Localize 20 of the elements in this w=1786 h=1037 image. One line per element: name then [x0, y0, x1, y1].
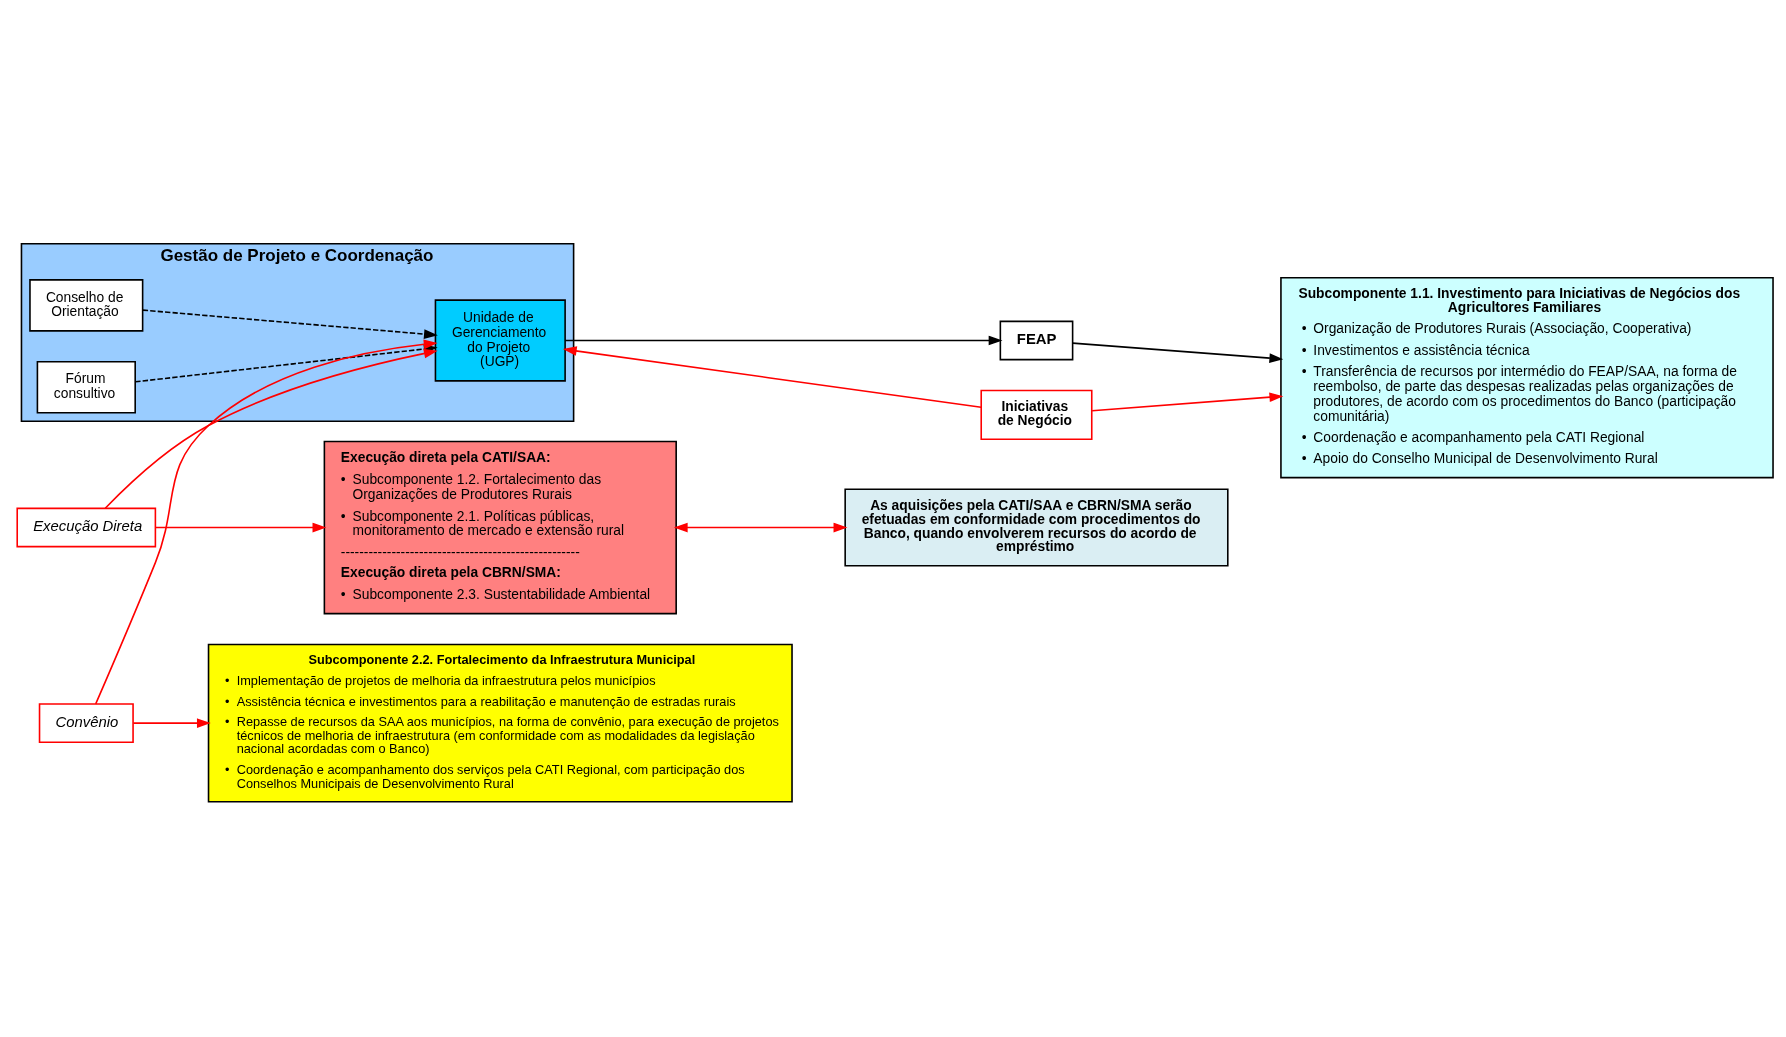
arrow: [142, 309, 438, 339]
arrow: [155, 522, 327, 533]
node-box: Subcomponente 1.1. Investimento para Iniciativas de Negócios dos Agricultores Familiares • Organização de Produtores Rurais (Associação, Cooperativa) • Investimentos e assistência técnica • Transferência de recursos por intermédio do FEAP/SAA, na forma de reembolso, de parte das despesas realizadas pelas organizações de produtores, de acordo com os procedimentos do Banco (participação comunitária) • Coordenação e acompanhamento pela CATI Regional • Apoio do Conselho Municipal de Desenvolvimento Rural: [1280, 276, 1774, 479]
arrow: [132, 718, 211, 728]
node-box: Fórum consultivo: [36, 360, 136, 414]
node-box: Execução direta pela CATI/SAA: • Subcomponente 1.2. Fortalecimento das Organizações de Produtores Rurais • Subcomponente 2.1. Políticas públicas, monitoramento de mercado e extensão rural ---------------------------------------------------- Execução direta pela CBRN/SMA: • Subcomponente 2.3. Sustentabilidade Ambiental: [323, 440, 677, 615]
node-box: FEAP: [999, 320, 1074, 361]
node-box: As aquisições pela CATI/SAA e CBRN/SMA serão efetuadas em conformidade com procedimentos do Banco, quando envolverem recursos do acordo de empréstimo: [844, 488, 1229, 567]
node-box: Unidade de Gerenciamento do Projeto (UGP): [434, 299, 566, 382]
node-box: Subcomponente 2.2. Fortalecimento da Infraestrutura Municipal • Implementação de projetos de melhoria da infraestrutura pelos municípios • Assistência técnica e investimentos para a reabilitação e manutenção de estradas rurais • Repasse de recursos da SAA aos municípios, na forma de convênio, para execução de projetos técnicos de melhoria de infraestrutura (em conformidade com as modalidades da legislação nacional acordadas com o Banco) • Coordenação e acompanhamento dos serviços pela CATI Regional, com participação dos Conselhos Municipais de Desenvolvimento Rural: [207, 643, 793, 803]
arrow: [1091, 392, 1284, 412]
arrow: [104, 348, 438, 509]
node-box: Conselho de Orientação: [29, 279, 144, 332]
arrow: [562, 346, 982, 409]
arrow: [564, 335, 1003, 346]
arrow: [1071, 342, 1284, 363]
arrow: [673, 522, 848, 533]
node-box: Convênio: [38, 703, 134, 744]
node-box: Execução Direta: [16, 507, 157, 548]
node-box: Iniciativas de Negócio: [980, 389, 1093, 441]
